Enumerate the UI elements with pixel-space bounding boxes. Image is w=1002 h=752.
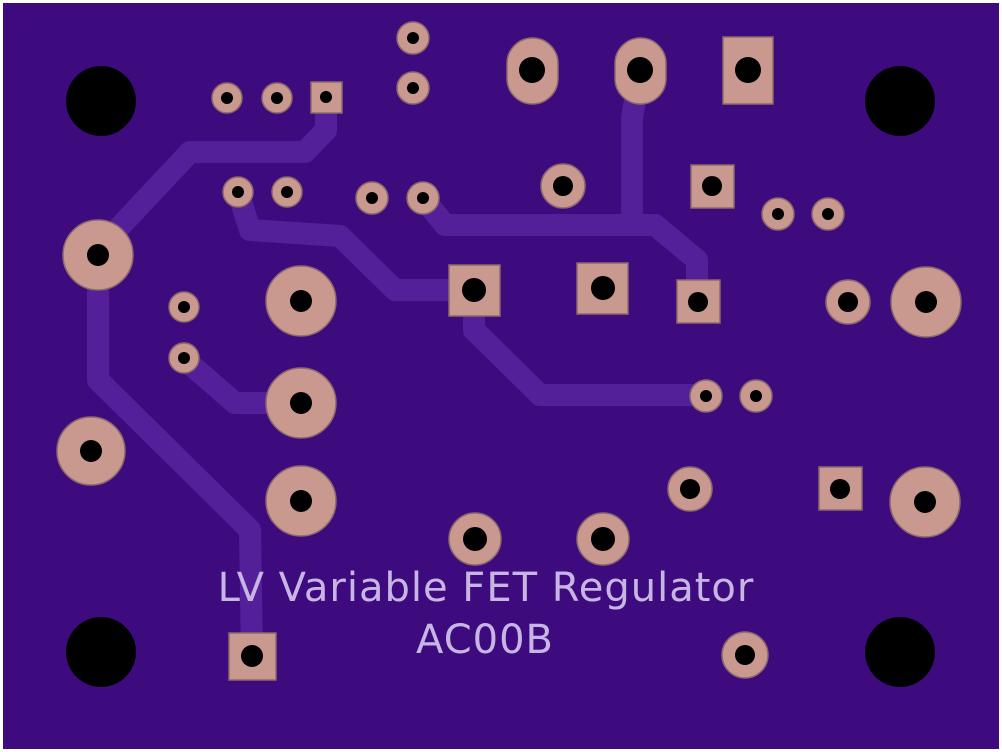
soldermask-area: [3, 3, 999, 749]
mounting-hole-bottom-right: [865, 617, 935, 687]
mounting-holes: [66, 66, 935, 687]
drill-holes: [80, 32, 937, 667]
mounting-hole-bottom-left: [66, 617, 136, 687]
mounting-hole-top-left: [66, 66, 136, 136]
silkscreen-title: LV Variable FET Regulator: [218, 565, 755, 611]
silkscreen-code: AC00B: [416, 617, 554, 663]
mounting-hole-top-right: [865, 66, 935, 136]
trace-right-net: [412, 187, 708, 313]
trace-top-left-loop: [87, 86, 337, 666]
trace-center-net: [227, 181, 717, 406]
pad-square: [818, 466, 863, 511]
